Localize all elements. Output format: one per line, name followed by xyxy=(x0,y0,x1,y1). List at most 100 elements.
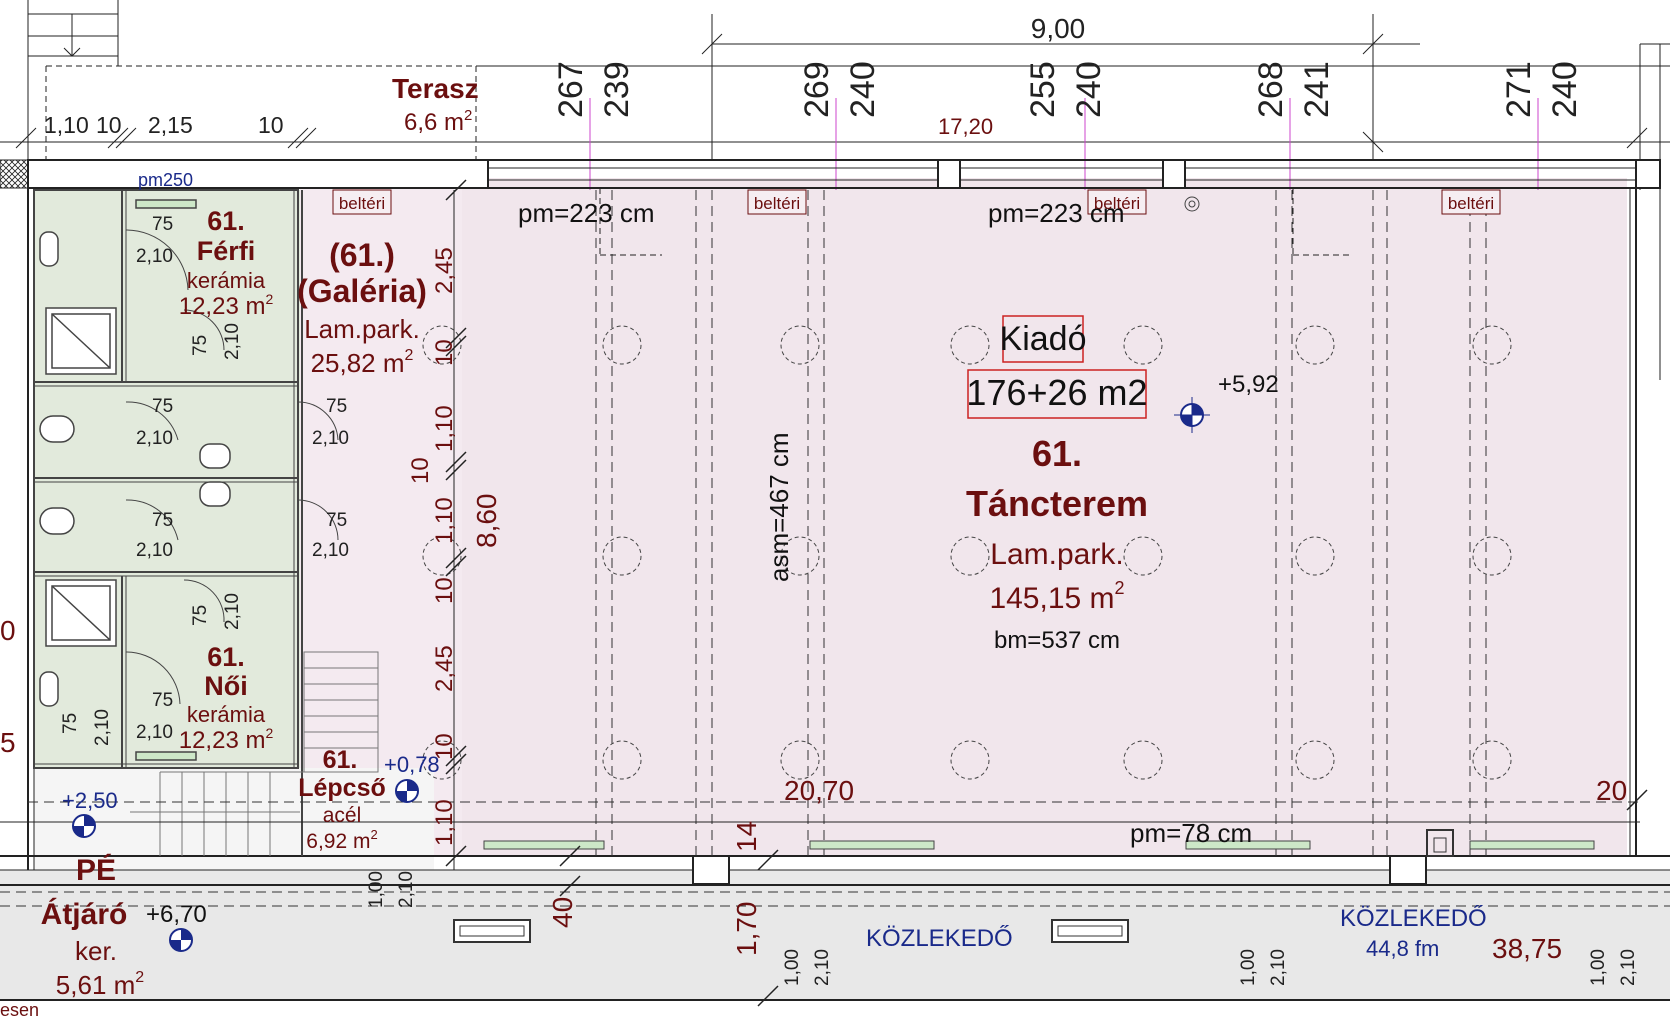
wet-room-walls xyxy=(33,189,303,856)
rent-area-box xyxy=(967,369,1147,419)
svg-text:10: 10 xyxy=(431,733,458,760)
svg-text:2,10: 2,10 xyxy=(1268,949,1289,986)
svg-text:75: 75 xyxy=(152,214,173,235)
svg-text:1,10: 1,10 xyxy=(431,799,458,846)
svg-text:ker.: ker. xyxy=(75,936,117,966)
svg-text:10: 10 xyxy=(407,457,434,484)
tick-marks xyxy=(445,179,1648,1007)
gallery-label: (61.) (Galéria) Lam.park. 25,82 m2 xyxy=(297,237,427,378)
svg-text:Női: Női xyxy=(204,671,248,701)
svg-text:2,10: 2,10 xyxy=(1618,949,1639,986)
svg-text:75: 75 xyxy=(190,605,211,626)
dim-170: 1,70 xyxy=(731,902,762,957)
dim-2070: 20,70 xyxy=(784,775,854,806)
rent-label-box xyxy=(1002,315,1084,363)
dim-left-a: 1,10 xyxy=(44,112,89,138)
svg-text:beltéri: beltéri xyxy=(339,194,385,213)
svg-text:1,10: 1,10 xyxy=(431,497,458,544)
dim-left-c: 2,15 xyxy=(148,112,193,138)
rent-label: Kiadó xyxy=(1000,320,1087,358)
svg-text:75: 75 xyxy=(60,713,81,734)
svg-text:2,10: 2,10 xyxy=(312,540,349,561)
pm223-label-right: pm=223 cm xyxy=(988,198,1125,228)
stairs-label: 61. Lépcső acél 6,92 m2 xyxy=(298,746,386,853)
svg-text:Férfi: Férfi xyxy=(197,236,256,266)
overall-width-dimension: 9,00 xyxy=(1031,13,1086,44)
svg-text:61.: 61. xyxy=(323,746,358,774)
door-swings xyxy=(125,229,339,705)
level-670: +6,70 xyxy=(146,901,207,928)
svg-text:beltéri: beltéri xyxy=(1094,194,1140,213)
radiators xyxy=(483,840,1595,850)
corridor-floor xyxy=(0,870,1670,1000)
svg-text:1,00: 1,00 xyxy=(782,949,803,986)
svg-text:12,23 m2: 12,23 m2 xyxy=(179,725,274,754)
svg-text:145,15 m2: 145,15 m2 xyxy=(989,578,1124,615)
svg-text:2,10: 2,10 xyxy=(136,540,173,561)
level-078: +0,78 xyxy=(384,752,440,777)
svg-text:10: 10 xyxy=(431,339,458,366)
corridor-length: 44,8 fm xyxy=(1366,936,1439,961)
window-height: 255 xyxy=(1024,61,1062,118)
svg-text:2,10: 2,10 xyxy=(396,871,417,908)
svg-text:Lépcső: Lépcső xyxy=(298,774,386,802)
level-250: +2,50 xyxy=(62,788,118,813)
svg-text:Átjáró: Átjáró xyxy=(41,897,128,931)
dance-hall-grid xyxy=(0,190,1670,907)
shower-icons xyxy=(45,307,117,647)
dim-span: 17,20 xyxy=(938,114,993,139)
edge-fragment-0: 0 xyxy=(0,615,16,646)
svg-text:kerámia: kerámia xyxy=(187,268,266,293)
svg-text:2,10: 2,10 xyxy=(92,709,113,746)
asm-label: asm=467 cm xyxy=(764,432,794,582)
dim-860: 8,60 xyxy=(471,494,502,549)
fixture-icons xyxy=(39,199,231,761)
svg-text:Táncterem: Táncterem xyxy=(966,483,1148,524)
svg-text:2,10: 2,10 xyxy=(312,428,349,449)
thin-guides xyxy=(0,188,1640,870)
svg-text:Lam.park.: Lam.park. xyxy=(304,314,420,344)
svg-text:12,23 m2: 12,23 m2 xyxy=(179,291,274,320)
svg-text:beltéri: beltéri xyxy=(754,194,800,213)
svg-text:75: 75 xyxy=(326,510,347,531)
svg-text:(61.): (61.) xyxy=(329,237,395,273)
svg-text:61.: 61. xyxy=(207,206,245,236)
svg-text:2,45: 2,45 xyxy=(431,645,458,692)
rent-area: 176+26 m2 xyxy=(966,372,1147,413)
pm78-label: pm=78 cm xyxy=(1130,818,1252,848)
svg-text:2,10: 2,10 xyxy=(222,323,243,360)
stair-landing xyxy=(34,768,434,870)
level-markers xyxy=(72,397,1210,952)
svg-text:beltéri: beltéri xyxy=(1448,194,1494,213)
window-height: 269 xyxy=(798,61,836,118)
dim-left-b: 10 xyxy=(96,112,122,138)
svg-text:kerámia: kerámia xyxy=(187,702,266,727)
drain-icon xyxy=(1184,196,1200,212)
svg-text:PÉ: PÉ xyxy=(76,853,116,887)
vertical-dims: 2,45 10 1,10 10 1,10 10 2,45 10 1,10 xyxy=(407,247,458,846)
pm223-label-left: pm=223 cm xyxy=(518,198,655,228)
corridor-lights xyxy=(453,919,1129,943)
dim-40: 40 xyxy=(547,897,578,928)
svg-text:61.: 61. xyxy=(207,642,245,672)
svg-text:75: 75 xyxy=(326,396,347,417)
window-height: 239 xyxy=(598,61,636,118)
corridor-label-2: KÖZLEKEDŐ xyxy=(1340,905,1487,932)
window-height: 267 xyxy=(552,61,590,118)
window-height: 240 xyxy=(1070,61,1108,118)
svg-text:75: 75 xyxy=(152,510,173,531)
belteri-tags xyxy=(332,189,1501,215)
dance-hall-label: 61. Táncterem Lam.park. 145,15 m2 xyxy=(966,433,1148,615)
window-height: 241 xyxy=(1298,61,1336,118)
svg-text:75: 75 xyxy=(152,690,173,711)
pm250-label: pm250 xyxy=(138,170,193,190)
passage-label: PÉ Átjáró ker. 5,61 m2 xyxy=(41,853,145,1000)
corridor-dim: 38,75 xyxy=(1492,933,1562,964)
svg-text:2,10: 2,10 xyxy=(136,428,173,449)
door-dimension-labels: 75 2,10 75 2,10 75 2,10 75 2,10 75 2,10 … xyxy=(60,214,1639,986)
svg-text:75: 75 xyxy=(190,335,211,356)
womens-room-label: 61. Női kerámia 12,23 m2 xyxy=(179,642,274,754)
svg-text:5,61 m2: 5,61 m2 xyxy=(56,969,145,1000)
terrace-area: 6,6 m2 xyxy=(404,107,472,136)
